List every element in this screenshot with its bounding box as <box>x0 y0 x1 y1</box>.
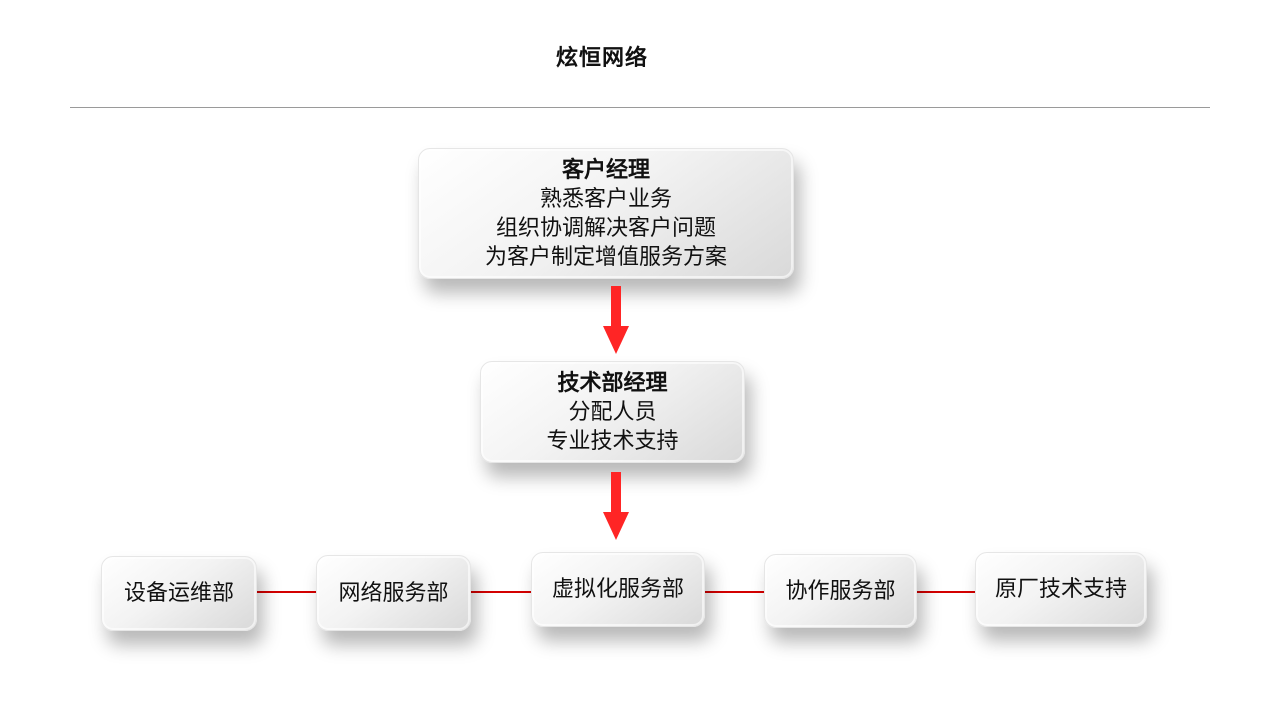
department-box: 设备运维部 <box>101 556 257 631</box>
tech-manager-heading: 技术部经理 <box>557 370 668 396</box>
customer-manager-duty: 为客户制定增值服务方案 <box>484 244 727 270</box>
department-label: 原厂技术支持 <box>994 577 1127 602</box>
down-arrow-icon <box>603 472 629 540</box>
customer-manager-duty: 熟悉客户业务 <box>539 186 672 212</box>
department-label: 网络服务部 <box>338 580 449 606</box>
department-box: 网络服务部 <box>316 555 471 631</box>
tech-manager-duty: 分配人员 <box>568 399 657 425</box>
department-box: 协作服务部 <box>764 554 917 628</box>
department-connector <box>705 591 764 593</box>
department-label: 协作服务部 <box>785 578 896 604</box>
tech-manager-box: 技术部经理 分配人员 专业技术支持 <box>480 361 745 463</box>
down-arrow-icon <box>603 286 629 354</box>
department-connector <box>257 591 316 593</box>
department-connector <box>917 591 975 593</box>
title-divider <box>70 107 1210 108</box>
department-box: 原厂技术支持 <box>975 552 1147 627</box>
customer-manager-heading: 客户经理 <box>561 157 650 183</box>
customer-manager-duty: 组织协调解决客户问题 <box>495 215 716 241</box>
department-label: 虚拟化服务部 <box>551 577 684 602</box>
department-connector <box>471 591 531 593</box>
customer-manager-box: 客户经理 熟悉客户业务 组织协调解决客户问题 为客户制定增值服务方案 <box>418 148 794 279</box>
department-box: 虚拟化服务部 <box>531 552 705 627</box>
page-title: 炫恒网络 <box>556 46 649 71</box>
department-label: 设备运维部 <box>123 581 234 606</box>
tech-manager-duty: 专业技术支持 <box>546 428 679 454</box>
